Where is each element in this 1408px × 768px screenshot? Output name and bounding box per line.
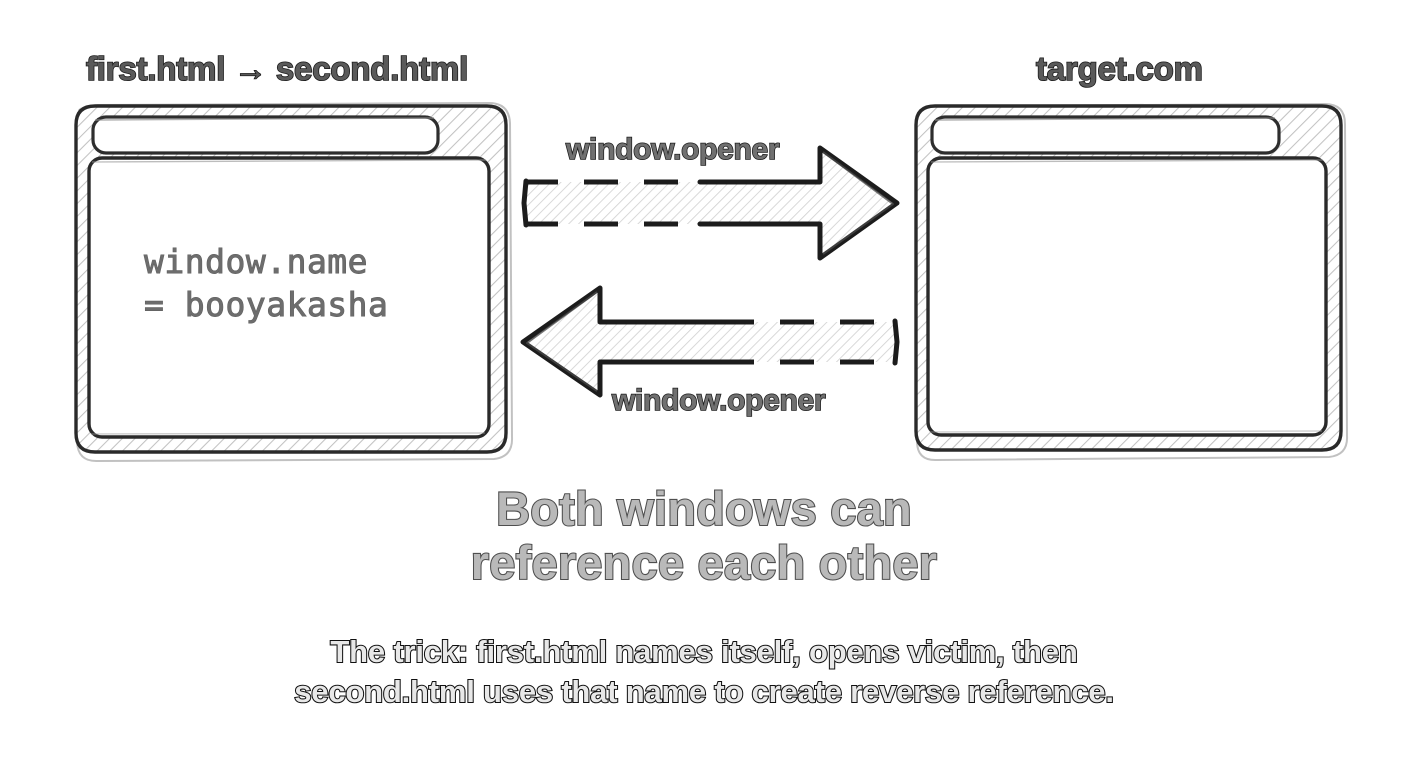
arrow-bottom-head	[520, 285, 723, 398]
window-right[interactable]	[914, 103, 1349, 462]
arrow-top-window-opener	[521, 145, 900, 261]
window-left-content[interactable]	[87, 156, 491, 439]
window-right-content[interactable]	[926, 156, 1328, 437]
arrow-top-fill	[524, 148, 897, 258]
arrow-bottom-label: window.opener	[611, 384, 826, 417]
window-left-address-bar[interactable]	[91, 115, 440, 155]
caption-line-2: second.html uses that name to create rev…	[293, 674, 1115, 709]
window-left[interactable]	[74, 102, 514, 463]
arrow-bottom-tail-cap	[892, 318, 900, 366]
window-left-title: first.html → second.html	[85, 50, 469, 87]
arrow-top-tail-cap	[521, 178, 529, 228]
arrow-bottom-fill	[523, 288, 897, 395]
window-right-address-bar[interactable]	[930, 115, 1281, 155]
headline-line-1: Both windows can	[495, 482, 913, 535]
arrow-top-label: window.opener	[565, 133, 780, 166]
window-left-code-line-1: window.name	[144, 242, 369, 281]
arrow-bottom-head-sketch	[526, 291, 598, 392]
window-left-code-line-2: = booyakasha	[144, 285, 389, 324]
arrow-bottom-window-opener	[520, 285, 900, 398]
caption-line-1: The trick: first.html names itself, open…	[329, 634, 1078, 669]
arrow-top-head	[697, 145, 900, 261]
headline-line-2: reference each other	[470, 536, 938, 589]
window-right-title: target.com	[1035, 50, 1204, 87]
arrow-top-head-sketch	[822, 151, 894, 255]
